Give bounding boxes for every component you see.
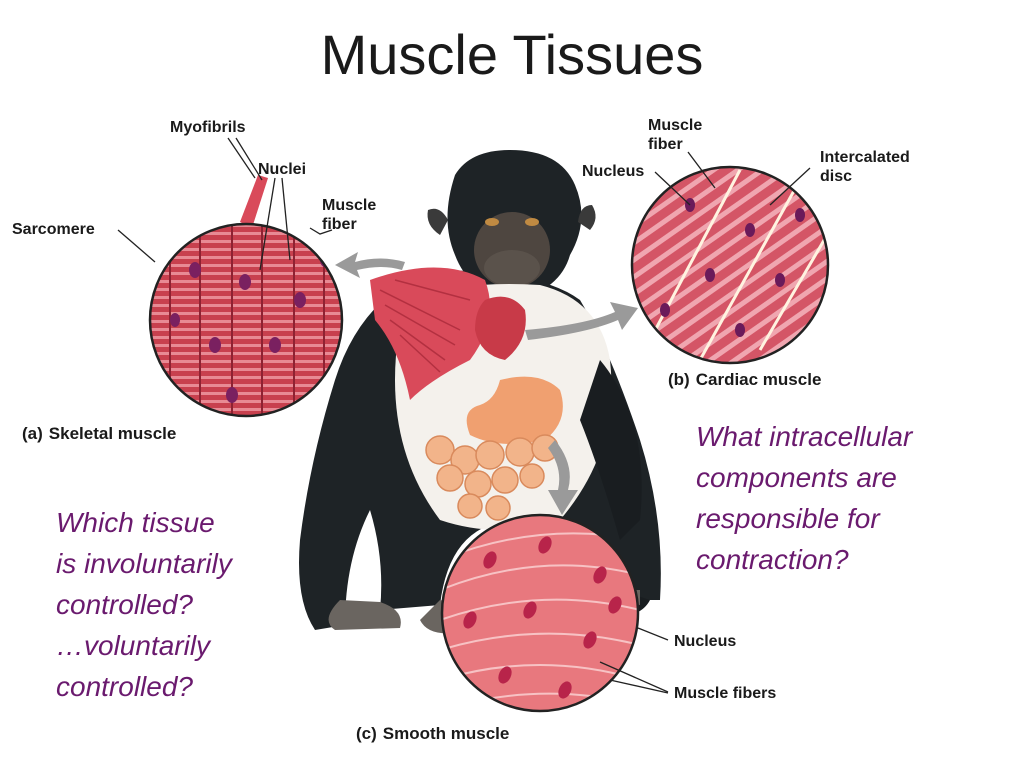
label-intercalated-disc: Intercalated disc — [820, 149, 910, 185]
smooth-muscle-circle — [440, 513, 640, 713]
caption-cardiac-text: Cardiac muscle — [695, 370, 822, 389]
label-myofibrils: Myofibrils — [170, 119, 246, 136]
label-sarcomere: Sarcomere — [12, 221, 95, 238]
leader-lines — [117, 137, 811, 694]
caption-smooth-text: Smooth muscle — [382, 724, 510, 743]
caption-skeletal-text: Skeletal muscle — [48, 424, 177, 443]
label-cardiac-nucleus: Nucleus — [582, 163, 645, 180]
caption-part-b: (b) — [668, 370, 690, 389]
label-skeletal-muscle-fiber: Muscle fiber — [322, 197, 377, 233]
label-smooth-nucleus: Nucleus — [674, 633, 737, 650]
caption-part-a: (a) — [22, 424, 43, 443]
caption-skeletal-muscle: (a) Skeletal muscle — [22, 424, 176, 444]
caption-part-c: (c) — [356, 724, 377, 743]
page-title: Muscle Tissues — [320, 23, 704, 86]
question-voluntary-control: Which tissue is involuntarily controlled… — [56, 507, 232, 702]
label-cardiac-muscle-fiber: Muscle fiber — [648, 117, 703, 153]
label-nuclei: Nuclei — [258, 161, 307, 178]
cardiac-muscle-circle — [630, 165, 830, 365]
label-smooth-muscle-fibers: Muscle fibers — [674, 685, 777, 702]
caption-cardiac-muscle: (b) Cardiac muscle — [668, 370, 821, 390]
question-contraction-components: What intracellular components are respon… — [696, 421, 913, 575]
pointer-arrows — [335, 252, 638, 515]
caption-smooth-muscle: (c) Smooth muscle — [356, 724, 509, 744]
